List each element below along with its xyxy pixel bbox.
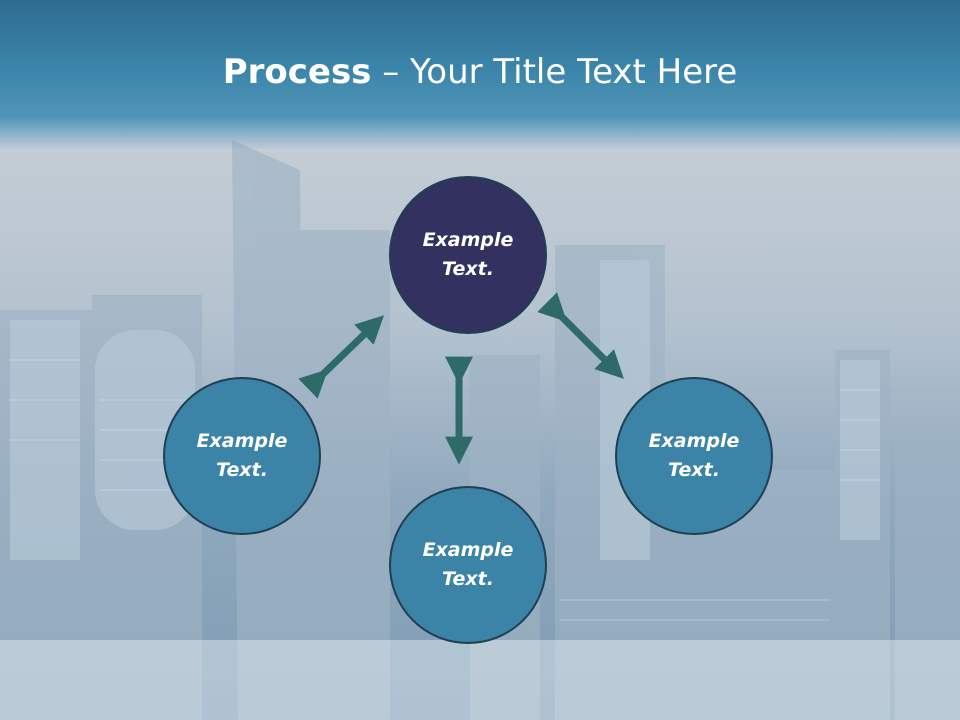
node-label-line2: Text. — [216, 459, 268, 481]
title-rest: – Your Title Text Here — [371, 52, 738, 92]
node-label-line1: Example — [422, 229, 514, 251]
title-bar: Process – Your Title Text Here — [0, 0, 960, 150]
node-label-line2: Text. — [668, 459, 720, 481]
node-label-line1: Example — [422, 539, 514, 561]
slide-title: Process – Your Title Text Here — [0, 52, 960, 92]
title-bold: Process — [222, 52, 372, 92]
node-label-line1: Example — [196, 430, 288, 452]
node-label-line2: Text. — [442, 258, 494, 280]
node-label-line2: Text. — [442, 568, 494, 590]
node-label-line1: Example — [648, 430, 740, 452]
double-arrow-right — [537, 292, 624, 379]
double-arrow-left — [298, 315, 385, 399]
